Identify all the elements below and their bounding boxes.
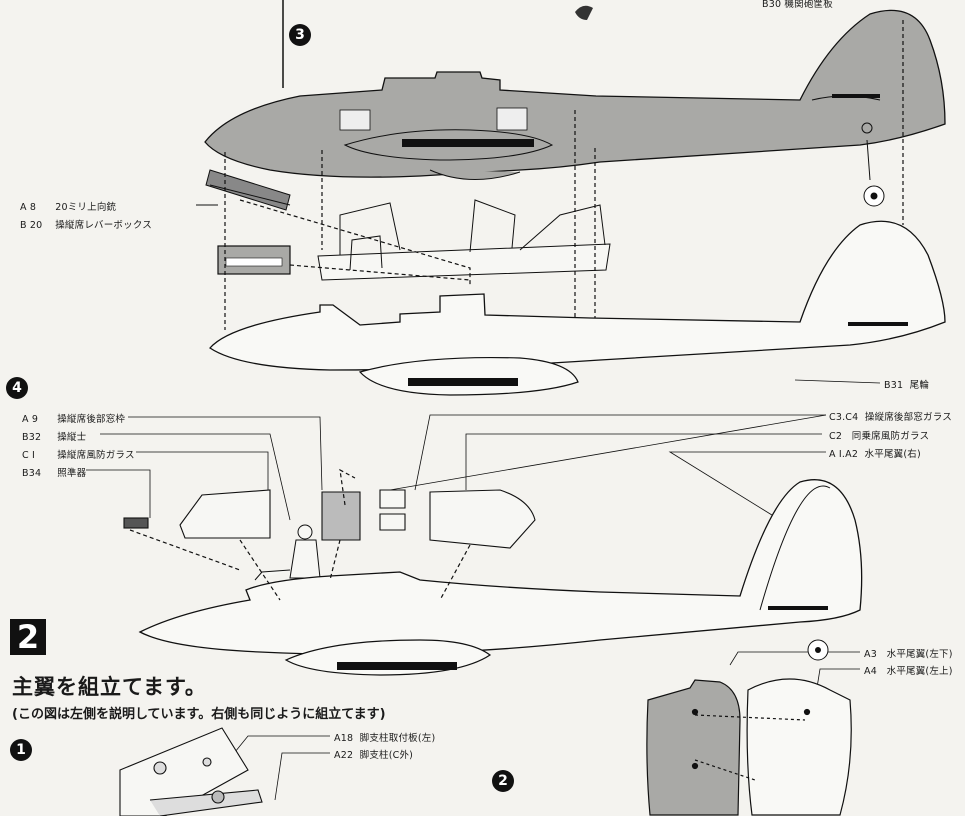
step-3-marker: 3	[289, 24, 311, 46]
label-a3: A3 水平尾翼(左下)	[864, 649, 953, 660]
section-2-marker: 2	[10, 619, 46, 655]
leaders-mid	[86, 414, 860, 801]
label-c2: C2 同乗席風防ガラス	[829, 431, 930, 442]
label-c3-c4: C3.C4 操縦席後部窓ガラス	[829, 412, 952, 423]
tail-wheel-b31	[861, 122, 885, 207]
section-heading: 主翼を組立てます。	[12, 675, 207, 699]
label-a4: A4 水平尾翼(左上)	[864, 666, 953, 677]
guide-lines-step2	[129, 468, 471, 601]
label-b31: B31 尾輪	[884, 380, 930, 391]
cropped-label-b30: B30 機関砲筐板	[762, 0, 833, 10]
guns-a8	[196, 169, 291, 211]
label-a8: A 8 20ミリ上向銃	[20, 202, 117, 213]
guide-lines-step3	[224, 20, 904, 330]
canopy-parts	[123, 489, 536, 549]
fuselage-half-gray	[204, 9, 946, 180]
label-b32: B32 操縦士	[22, 432, 87, 443]
label-c1: C I 操縦席風防ガラス	[22, 450, 135, 461]
fuselage-white	[209, 220, 946, 396]
label-a9: A 9 操縦席後部窓枠	[22, 414, 126, 425]
label-a18: A18 脚支柱取付板(左)	[334, 733, 436, 744]
leader-b31	[794, 379, 881, 384]
label-b20: B 20 操縦席レバーボックス	[20, 220, 152, 231]
substep-2-marker: 2	[492, 770, 514, 792]
label-a1-a2: A I.A2 水平尾翼(右)	[829, 449, 921, 460]
label-b34: B34 照準器	[22, 468, 87, 479]
pilot-figure-b32	[254, 524, 321, 581]
tail-plane-pieces	[646, 678, 852, 816]
lever-box-b20	[217, 245, 291, 275]
section-note: (この図は左側を説明しています。右側も同じように組立てます)	[12, 707, 386, 722]
label-a22: A22 脚支柱(C外)	[334, 750, 414, 761]
landing-gear-parts	[119, 727, 263, 816]
top-part-fragment	[575, 5, 593, 20]
substep-1-marker: 1	[10, 739, 32, 761]
fuselage-assembled	[138, 479, 863, 676]
cockpit-floor	[317, 199, 611, 281]
step-4-marker: 4	[6, 377, 28, 399]
